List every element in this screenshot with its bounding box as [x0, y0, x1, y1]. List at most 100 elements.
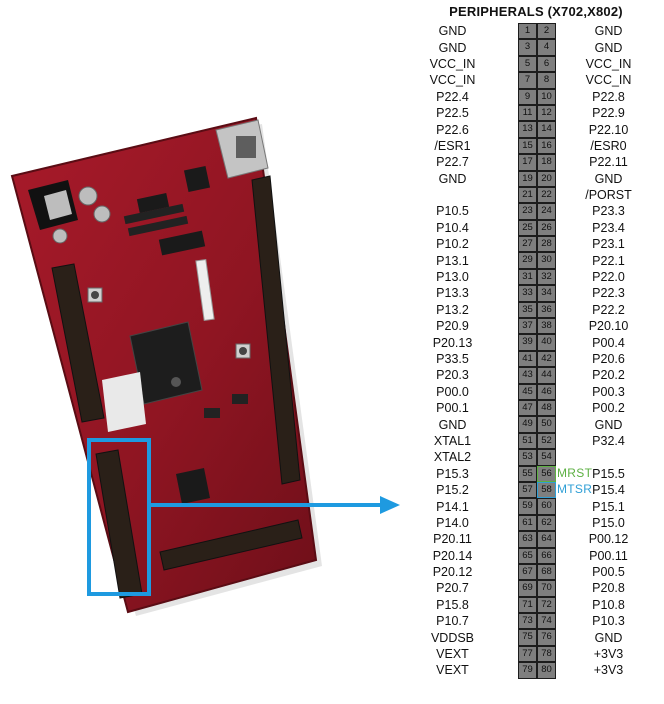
pin-number-odd: 29 — [518, 252, 537, 269]
pin-right-signal: P22.10 — [588, 122, 629, 137]
pin-right-signal: P10.8 — [592, 597, 625, 612]
pin-left-signal: VDDSB — [430, 630, 475, 645]
pin-number-odd: 19 — [518, 170, 537, 187]
jumper — [232, 394, 248, 404]
mrst-annotation: MRST — [557, 466, 593, 480]
pin-number-even: 40 — [537, 334, 556, 351]
capacitor — [93, 205, 111, 223]
pin-number-odd: 69 — [518, 580, 537, 597]
pin-right-signal: P15.0 — [592, 515, 625, 530]
pin-number-odd: 57 — [518, 481, 537, 499]
pin-right-signal: /ESR0 — [590, 138, 627, 153]
secondary-chip — [176, 468, 210, 504]
pin-left-signal: P15.3 — [436, 466, 469, 481]
pin-left-signal: P20.12 — [432, 565, 473, 580]
pin-number-even: 62 — [537, 514, 556, 532]
pin-number-odd: 53 — [518, 449, 537, 466]
pin-header-strip — [127, 215, 189, 237]
capacitor — [52, 228, 68, 244]
pin-number-even: 20 — [537, 170, 556, 187]
pin-left-signal: VEXT — [436, 647, 469, 662]
pin-number-odd: 47 — [518, 399, 537, 417]
pin-number-odd: 13 — [518, 121, 537, 138]
pin-left-signal: P33.5 — [436, 352, 469, 366]
pin-number-odd: 77 — [518, 645, 537, 663]
pin-number-odd: 75 — [518, 629, 537, 646]
pin-number-odd: 55 — [518, 465, 537, 482]
pin-number-even: 52 — [537, 432, 556, 450]
edge-connector-left-top — [51, 263, 105, 423]
ic-chip — [136, 193, 170, 213]
pin-right-signal: P00.11 — [589, 548, 628, 563]
pin-right-signal: P00.12 — [588, 532, 629, 547]
pin-number-even: 64 — [537, 531, 556, 548]
pin-left-signal: GND — [438, 171, 467, 186]
pin-left-signal: P20.13 — [432, 335, 473, 350]
pin-number-even: 36 — [537, 301, 556, 319]
pin-header-strip — [123, 203, 185, 225]
sticker-label — [102, 372, 146, 432]
pin-number-odd: 67 — [518, 563, 537, 581]
pin-left-signal: P10.7 — [436, 614, 469, 629]
pin-right-signal: P22.8 — [592, 89, 625, 104]
pin-number-odd: 27 — [518, 236, 537, 253]
pin-number-odd: 49 — [518, 416, 537, 433]
pin-number-even: 78 — [537, 645, 556, 663]
pin-number-odd: 17 — [518, 154, 537, 171]
pin-number-odd: 71 — [518, 596, 537, 614]
pin-number-even: 50 — [537, 416, 556, 433]
pin-right-signal: P00.5 — [592, 565, 625, 580]
pin-number-even: 12 — [537, 104, 556, 122]
pin-number-even: 10 — [537, 88, 556, 105]
mtsr-annotation: MTSR — [557, 482, 593, 496]
pin-right-signal: P20.8 — [592, 581, 625, 596]
pin-left-signal: P22.6 — [436, 122, 469, 137]
pin-right-signal: P00.4 — [592, 335, 625, 350]
pin-number-odd: 33 — [518, 285, 537, 302]
pin-left-signal: P13.1 — [436, 253, 469, 268]
pin-left-signal: P20.7 — [436, 581, 469, 596]
pin-right-signal: P15.1 — [592, 499, 625, 514]
pin-number-even: 66 — [537, 547, 556, 564]
pin-right-signal: GND — [594, 171, 623, 186]
pin-number-even: 70 — [537, 580, 556, 597]
pin-number-even: 80 — [537, 662, 556, 679]
pin-number-odd: 3 — [518, 39, 537, 56]
pin-number-even: 32 — [537, 268, 556, 286]
pin-number-even: 30 — [537, 252, 556, 269]
pin-left-signal: GND — [438, 40, 467, 55]
pin-right-signal: VCC_IN — [585, 56, 632, 71]
pin-right-signal: P20.6 — [592, 352, 625, 366]
pin-right-signal: +3V3 — [593, 663, 624, 678]
pin-number-odd: 61 — [518, 514, 537, 532]
pin-left-signal: P13.3 — [436, 286, 469, 301]
pin-left-signal: VCC_IN — [429, 56, 476, 71]
pin-right-signal: P22.9 — [592, 106, 625, 121]
pin-left-signal: GND — [438, 417, 467, 432]
pin-left-signal: P10.2 — [436, 237, 469, 252]
pin-number-odd: 9 — [518, 88, 537, 105]
pin-number-even: 76 — [537, 629, 556, 646]
pin-number-odd: 15 — [518, 137, 537, 155]
pin-number-even: 14 — [537, 121, 556, 138]
pin-number-even: 34 — [537, 285, 556, 302]
pin-right-signal: P00.3 — [592, 384, 625, 399]
pin-number-odd: 41 — [518, 350, 537, 368]
pin-number-odd: 45 — [518, 383, 537, 400]
pin-number-odd: 1 — [518, 23, 537, 40]
pin-number-odd: 51 — [518, 432, 537, 450]
